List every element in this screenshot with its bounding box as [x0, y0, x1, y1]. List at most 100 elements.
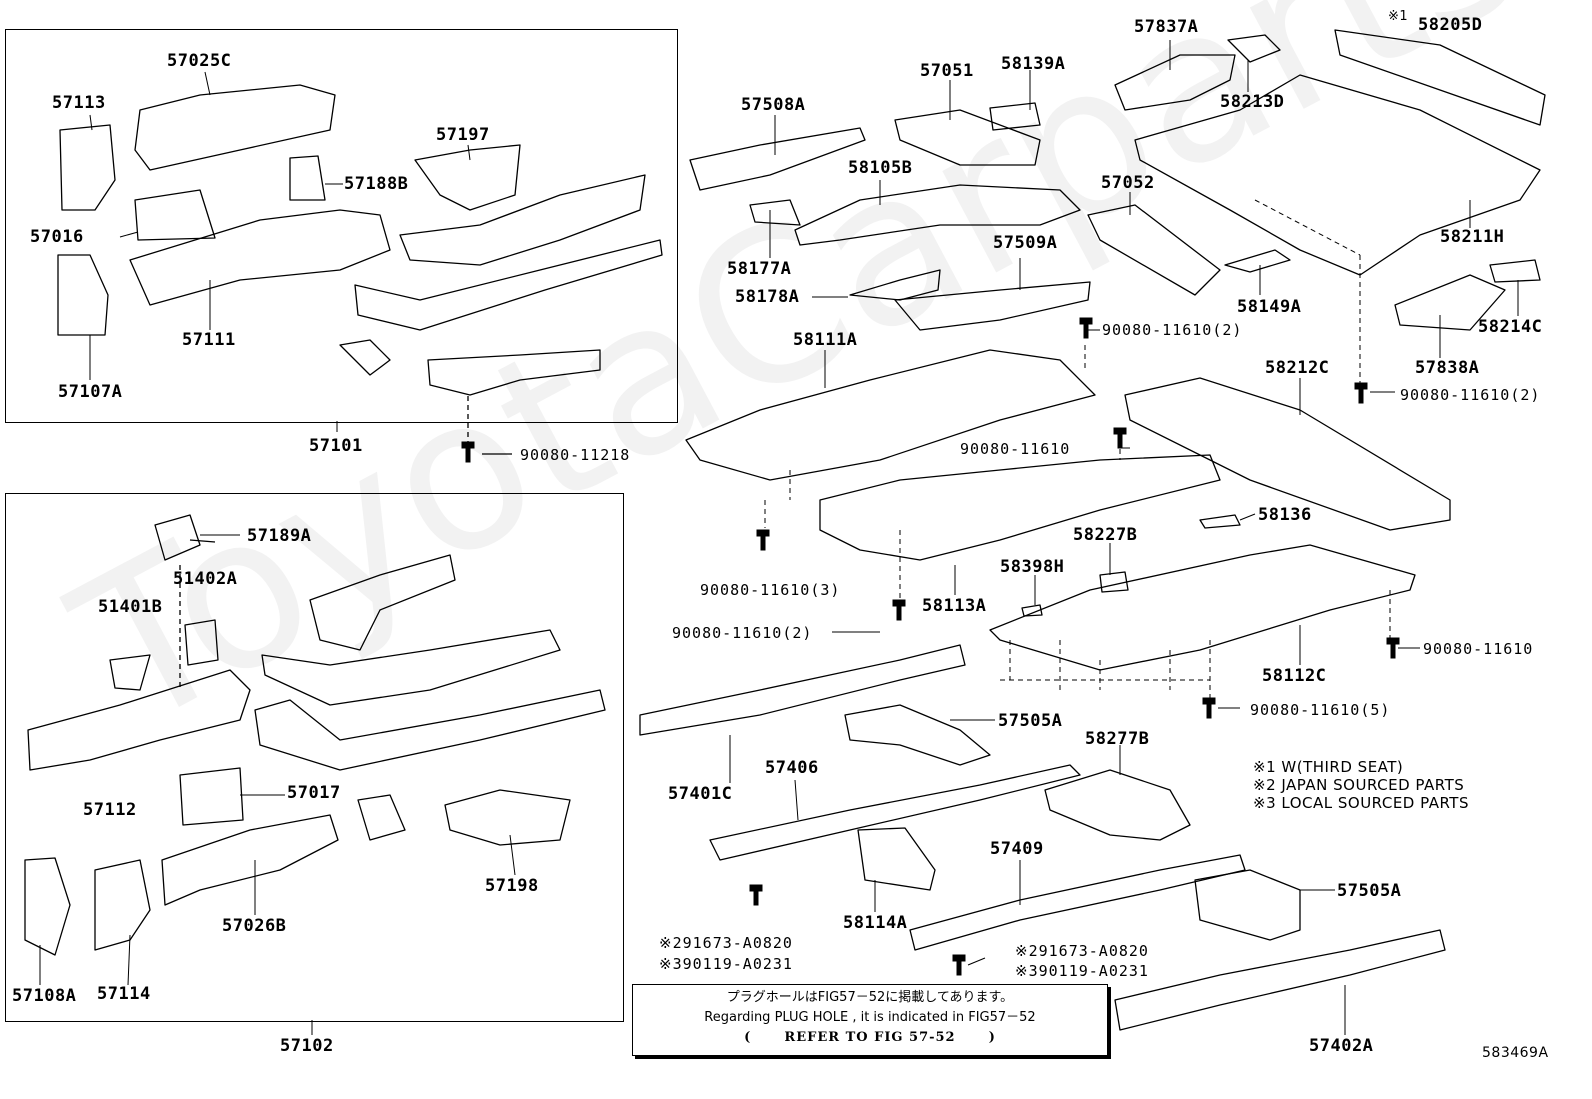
note-line-jp: プラグホールはFIG57－52に掲載してあります。 [726, 990, 1014, 1005]
bolt-icons [461, 317, 1400, 976]
part-58177A-shape [749, 199, 801, 226]
part-label-58214C: 58214C [1478, 317, 1543, 337]
part-57112-shape [27, 669, 251, 771]
part-57108A-shape [24, 857, 71, 956]
bolt-label-11610-3: 90080-11610(3) [700, 581, 841, 599]
part-57189A-shape [154, 514, 201, 561]
part-57508A-shape [689, 127, 866, 191]
part-57026B-shape [161, 814, 339, 906]
part-label-57026B: 57026B [222, 916, 287, 936]
part-58214C-shape [1489, 259, 1541, 283]
part-57837A-shape [1114, 54, 1236, 111]
part-57197-shape [414, 144, 521, 211]
part-label-57114: 57114 [97, 984, 151, 1004]
diagram-id: 583469A [1482, 1045, 1549, 1061]
bolt-label-a0231-2: ※390119-A0231 [1015, 962, 1149, 980]
part-58114A-shape [857, 827, 936, 891]
bolt-label-11610-2a: 90080-11610(2) [1102, 321, 1243, 339]
group-label-upper: 57101 [309, 436, 363, 456]
part-label-58211H: 58211H [1440, 227, 1505, 247]
part-label-58114A: 58114A [843, 913, 908, 933]
part-lower-mid-rail [261, 629, 561, 706]
part-label-58227B: 58227B [1073, 525, 1138, 545]
part-label-57016: 57016 [30, 227, 84, 247]
part-58398H-shape [1021, 604, 1043, 617]
part-57198-shape [444, 789, 571, 846]
part-label-57052: 57052 [1101, 173, 1155, 193]
part-51401B-shape [109, 654, 151, 691]
part-57113-shape [59, 124, 116, 211]
part-label-57838A: 57838A [1415, 358, 1480, 378]
part-57016-shape [134, 189, 216, 241]
part-57838A-shape [1394, 274, 1506, 331]
bolt-label-11610-b: 90080-11610 [1423, 640, 1534, 658]
part-label-57113: 57113 [52, 93, 106, 113]
part-58113A-shape [819, 454, 1221, 561]
part-label-58277B: 58277B [1085, 729, 1150, 749]
part-label-58398H: 58398H [1000, 557, 1065, 577]
part-upper-rail-b [354, 239, 663, 331]
part-57505A-shape-2 [1194, 869, 1301, 941]
part-label-57025C: 57025C [167, 51, 232, 71]
part-label-57197: 57197 [436, 125, 490, 145]
group-box-lower [5, 493, 624, 1022]
bolt-label-11610-2b: 90080-11610(2) [1400, 386, 1541, 404]
part-57188B-shape [289, 155, 326, 201]
part-58136-shape [1199, 514, 1241, 529]
plug-hole-note: プラグホールはFIG57－52に掲載してあります。 Regarding PLUG… [632, 984, 1108, 1056]
part-58227B-shape [1099, 571, 1129, 593]
part-label-51402A: 51402A [173, 569, 238, 589]
part-57111-shape [129, 209, 391, 306]
part-58112C-shape [989, 544, 1416, 671]
part-57509A-shape [894, 281, 1091, 331]
part-label-58105B: 58105B [848, 158, 913, 178]
group-label-lower: 57102 [280, 1036, 334, 1056]
part-58149A-shape [1224, 249, 1291, 273]
part-label-58212C: 58212C [1265, 358, 1330, 378]
part-57107A-shape [57, 254, 109, 336]
part-label-57508A: 57508A [741, 95, 806, 115]
part-58205D-shape [1334, 29, 1546, 126]
part-label-57402A: 57402A [1309, 1036, 1374, 1056]
part-label-57111: 57111 [182, 330, 236, 350]
part-label-57107A: 57107A [58, 382, 123, 402]
part-57406-shape [709, 764, 1081, 861]
part-57114-shape [94, 859, 151, 951]
part-57401C-shape [639, 644, 966, 736]
part-58277B-shape [1044, 769, 1191, 841]
bolt-label-11610-2c: 90080-11610(2) [672, 624, 813, 642]
part-58178A-shape [849, 269, 941, 301]
bolt-label-11610-5: 90080-11610(5) [1250, 701, 1391, 719]
legend-item: ※2 JAPAN SOURCED PARTS [1253, 776, 1465, 794]
bolt-icon [461, 441, 475, 449]
legend-item: ※3 LOCAL SOURCED PARTS [1253, 794, 1469, 812]
part-label-58178A: 58178A [735, 287, 800, 307]
part-label-58177A: 58177A [727, 259, 792, 279]
legend-item: ※1 W(THIRD SEAT) [1253, 758, 1404, 776]
part-label-57188B: 57188B [344, 174, 409, 194]
bolt-label-90080-11218: 90080-11218 [520, 446, 631, 464]
part-label-57051: 57051 [920, 61, 974, 81]
part-label-57837A: 57837A [1134, 17, 1199, 37]
note-line-en: Regarding PLUG HOLE , it is indicated in… [704, 1010, 1036, 1025]
part-upper-bracket [339, 339, 391, 376]
part-label-58139A: 58139A [1001, 54, 1066, 74]
part-label-58112C: 58112C [1262, 666, 1327, 686]
part-lower-bracket [357, 794, 406, 841]
part-label-57401C: 57401C [668, 784, 733, 804]
part-upper-rail-a [399, 174, 646, 266]
bolt-label-11610-a: 90080-11610 [960, 440, 1071, 458]
leader-lines [39, 40, 1519, 1035]
part-57017-shape [179, 767, 244, 826]
bolt-label-a0231-1: ※390119-A0231 [659, 955, 793, 973]
part-57051-shape [894, 109, 1041, 166]
part-58111A-shape [685, 349, 1096, 481]
part-57025C-shape [134, 84, 336, 171]
part-label-57505A-2: 57505A [1337, 881, 1402, 901]
part-label-58136: 58136 [1258, 505, 1312, 525]
part-lower-upper-rail [309, 554, 456, 651]
part-label-57017: 57017 [287, 783, 341, 803]
part-label-57505A-1: 57505A [998, 711, 1063, 731]
dashed-guides [764, 199, 1391, 700]
